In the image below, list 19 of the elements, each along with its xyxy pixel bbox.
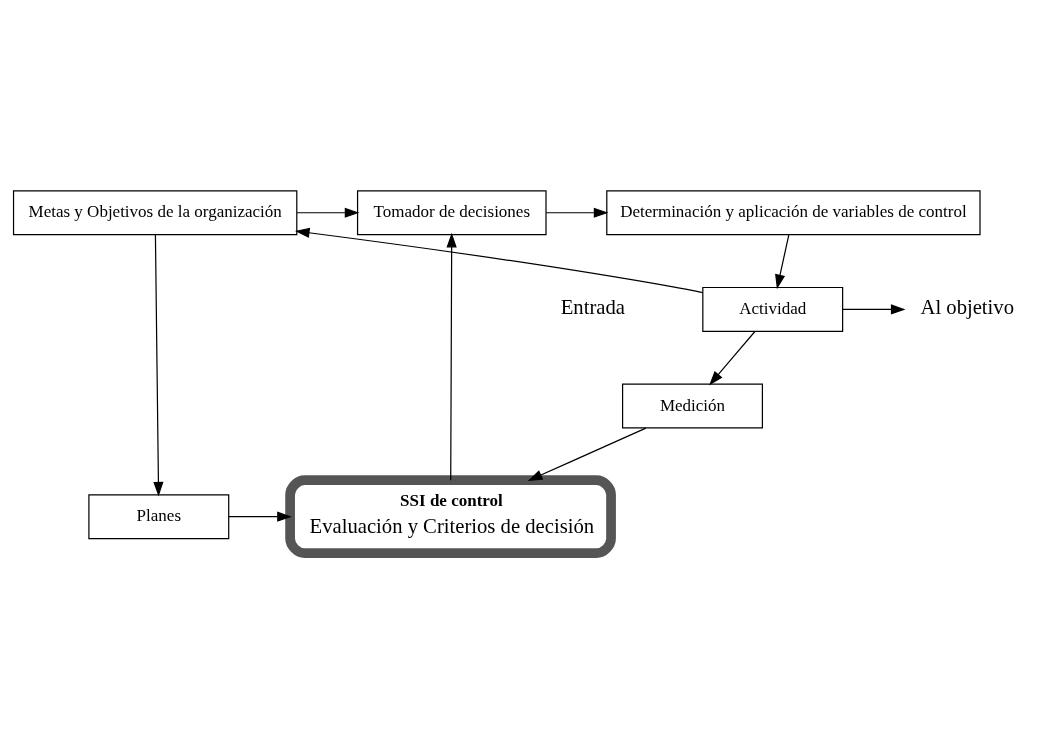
arrow: [527, 427, 647, 481]
arrow: [228, 511, 292, 522]
node-box: Medición: [622, 383, 763, 429]
arrow: [446, 232, 457, 481]
arrow: [545, 207, 609, 218]
node-box: Tomador de decisiones: [356, 190, 547, 236]
arrow: [842, 304, 906, 315]
node-box: Planes: [88, 494, 230, 540]
node-box: Actividad: [702, 286, 844, 332]
arrow: [296, 207, 360, 218]
node-box: Metas y Objetivos de la organización: [12, 190, 298, 236]
arrow: [709, 330, 756, 386]
node-text: Al objetivo: [920, 296, 1015, 319]
arrow: [153, 234, 164, 497]
arrow: [775, 234, 790, 290]
arrow: [295, 227, 704, 294]
node-box: SSI de control Evaluación y Criterios de decisión: [285, 475, 616, 558]
label: Entrada: [560, 296, 625, 319]
node-box: Determinación y aplicación de variables de control: [606, 190, 981, 236]
